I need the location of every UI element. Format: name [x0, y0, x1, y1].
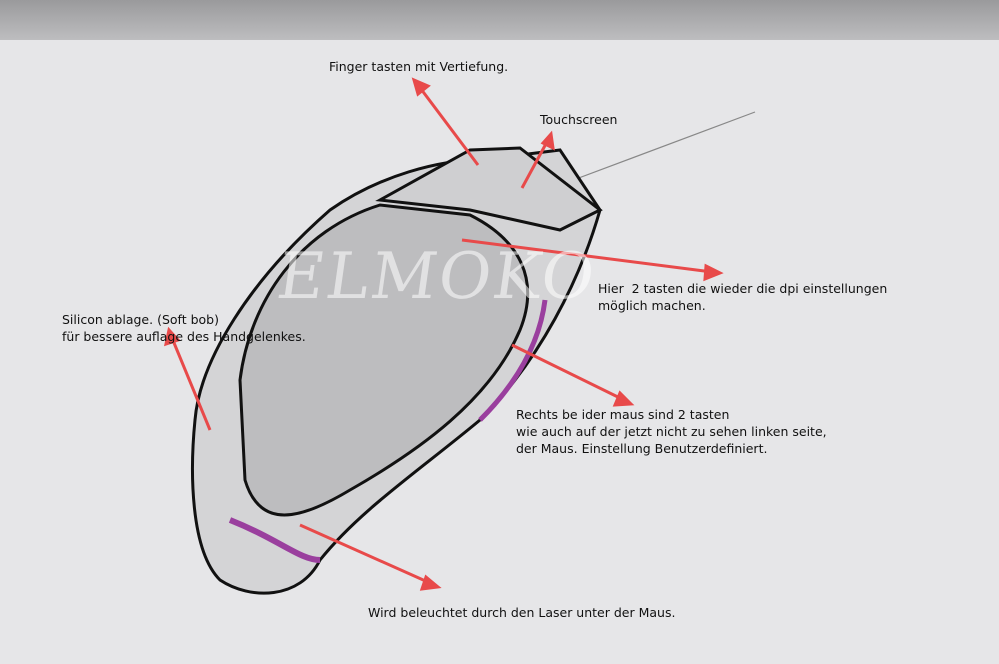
arrow-silicon	[170, 337, 212, 431]
arrow-finger	[416, 84, 480, 166]
side-strip	[478, 299, 548, 422]
label-line: Silicon ablage. (Soft bob)	[62, 312, 219, 327]
arrows	[163, 77, 724, 591]
label-side-buttons: Rechts be ider maus sind 2 tasten wie auc…	[516, 406, 827, 457]
label-line: der Maus. Einstellung Benutzerdefiniert.	[516, 441, 768, 456]
label-line: möglich machen.	[598, 298, 706, 313]
arrowhead	[411, 77, 431, 97]
label-line: wie auch auf der jetzt nicht zu sehen li…	[516, 424, 827, 439]
label-line: für bessere auflage des Handgelenkes.	[62, 329, 306, 344]
arrowhead	[419, 574, 442, 591]
watermark: ELMOKO	[272, 240, 601, 314]
label-dpi: Hier 2 tasten die wieder die dpi einstel…	[598, 280, 887, 314]
label-line: Rechts be ider maus sind 2 tasten	[516, 407, 730, 422]
cable-line	[559, 111, 756, 186]
mouse-palm	[238, 203, 530, 517]
label-line: Hier 2 tasten die wieder die dpi einstel…	[598, 281, 888, 296]
arrowhead	[612, 390, 635, 407]
label-finger-buttons: Finger tasten mit Vertiefung.	[329, 59, 509, 74]
arrow-dpi	[461, 238, 713, 274]
arrow-laser	[299, 523, 431, 585]
label-silicon: Silicon ablage. (Soft bob) für bessere au…	[62, 311, 306, 345]
label-touchscreen: Touchscreen	[540, 112, 618, 127]
mouse-buttons	[375, 146, 603, 232]
arrowhead	[163, 326, 181, 347]
arrowhead	[540, 130, 555, 151]
arrowhead	[703, 263, 724, 282]
light-strip	[228, 517, 321, 563]
arrow-side	[511, 343, 625, 402]
label-laser: Wird beleuchtet durch den Laser unter de…	[368, 605, 676, 620]
arrow-touchscreen	[520, 139, 550, 189]
